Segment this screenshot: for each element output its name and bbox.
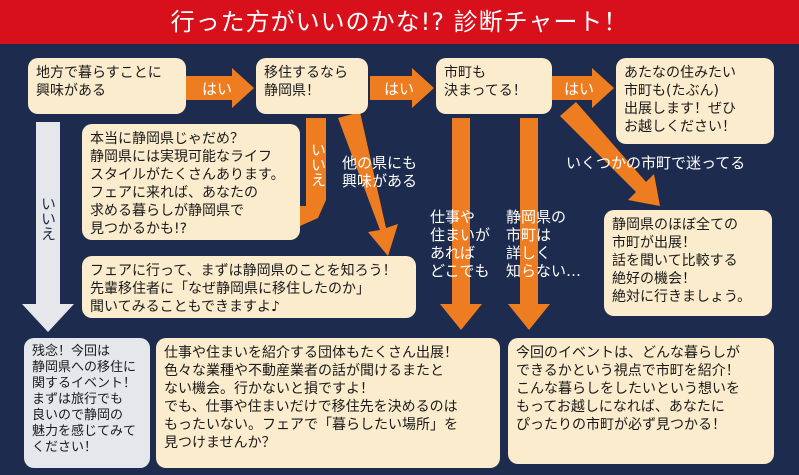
arrow-no-left [22, 122, 74, 332]
node-not-shizuoka: 本当に静岡県じゃだめ？ 静岡県には実現可能なライフ スタイルがたくさんあります。… [82, 124, 300, 240]
arrow-yes-3 [552, 68, 614, 108]
node-introduce-city: 今回のイベントは、どんな暮らしが できるかという視点で市町を紹介！ こんな暮らし… [508, 338, 774, 464]
node-your-city: あたなの住みたい 市町も(たぶん) 出展します！ぜひ お越しください！ [616, 58, 774, 144]
node-learn-shizuoka: フェアに行って、まずは静岡県のことを知ろう！ 先輩移住者に「なぜ静岡県に移住した… [82, 256, 416, 318]
arrow-yes-1 [186, 68, 254, 108]
arrow-several-cities [560, 102, 660, 206]
node-city-decided: 市町も 決まってる！ [436, 58, 552, 114]
node-jobs-housing: 仕事や住まいを紹介する団体もたくさん出展！ 色々な業種や不動産業者の話が聞けるま… [156, 338, 500, 468]
node-too-bad: 残念！今回は 静岡県への移住に 関するイベント！ まずは旅行でも 良いので静岡の… [24, 338, 150, 468]
label-other-pref: 他の県にも 興味がある [342, 154, 418, 190]
label-any-place: 仕事や 住まいが あれば どこでも [430, 208, 491, 280]
arrow-any-place [440, 118, 482, 330]
label-yes-3: はい [564, 80, 595, 98]
label-several-cities: いくつかの市町で迷ってる [566, 154, 746, 172]
page-title: 行った方がいいのかな!? 診断チャート！ [0, 0, 799, 44]
node-start: 地方で暮らすことに 興味がある [28, 58, 186, 114]
label-yes-2: はい [384, 80, 415, 98]
label-no-left: いいえ [39, 196, 57, 241]
arrow-yes-2 [370, 68, 434, 108]
label-yes-1: はい [202, 80, 233, 98]
node-almost-all: 静岡県のほぼ全ての 市町が出展！ 話を聞いて比較する 絶好の機会！ 絶対に行きま… [604, 210, 772, 316]
label-no-mid: いいえ [309, 142, 327, 187]
arrow-dont-know [508, 118, 550, 330]
node-move-shizuoka: 移住するなら 静岡県！ [256, 58, 368, 114]
label-dont-know: 静岡県の 市町は 詳しく 知らない… [506, 208, 582, 280]
arrow-other-pref [338, 112, 398, 256]
